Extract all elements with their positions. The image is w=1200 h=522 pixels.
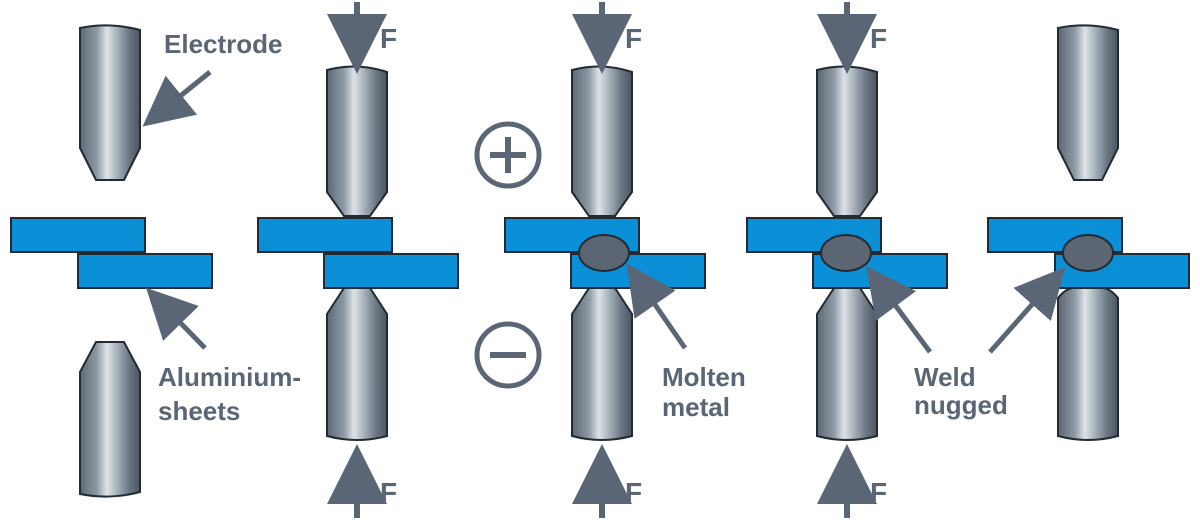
electrode-top — [1057, 24, 1119, 181]
force-label-bottom: F — [380, 477, 397, 508]
weld-nugget — [820, 234, 872, 272]
aluminium-sheet-top — [987, 217, 1123, 253]
force-label-top: F — [625, 23, 642, 54]
electrode-top — [571, 65, 633, 217]
electrode-bottom — [79, 341, 141, 498]
aluminium-sheet-bottom — [323, 253, 459, 289]
weld-pointer-arrow-left — [866, 265, 933, 354]
electrode-top — [326, 65, 388, 217]
stage-3-current: F F Molten metal — [474, 2, 746, 518]
plus-icon — [474, 121, 542, 189]
weld-label-line2: nugged — [914, 390, 1008, 420]
electrode-pointer-arrow — [142, 70, 212, 127]
stage-2-clamping: F F — [257, 2, 459, 518]
aluminium-sheet-top — [10, 217, 146, 253]
force-label-top: F — [380, 23, 397, 54]
molten-label-line1: Molten — [662, 362, 746, 392]
electrode-bottom — [571, 287, 633, 441]
aluminium-sheet-bottom — [77, 253, 213, 289]
electrode-top — [816, 65, 878, 217]
weld-nugget — [1062, 234, 1114, 272]
force-label-bottom: F — [625, 477, 642, 508]
weld-label-line1: Weld — [914, 362, 976, 392]
electrode-bottom — [816, 287, 878, 441]
stage-4-solidifying: F F — [746, 2, 948, 518]
molten-pointer-arrow — [626, 263, 688, 350]
force-label-top: F — [870, 23, 887, 54]
sheets-label-line1: Aluminium- — [158, 362, 301, 392]
stage-5-released — [987, 24, 1190, 441]
sheets-label-line2: sheets — [158, 396, 240, 426]
electrode-bottom — [326, 287, 388, 441]
molten-label-line2: metal — [662, 392, 730, 422]
minus-icon — [474, 321, 542, 389]
force-label-bottom: F — [870, 477, 887, 508]
electrode-bottom — [1057, 287, 1119, 441]
electrode-label: Electrode — [164, 29, 283, 59]
molten-nugget — [578, 234, 630, 272]
stage-1-initial: Electrode Aluminium- sheets — [10, 24, 301, 498]
electrode-top — [79, 24, 141, 181]
aluminium-sheet-top — [257, 217, 393, 253]
weld-pointer-arrow-right — [988, 267, 1066, 354]
aluminium-sheet-top — [504, 217, 640, 253]
sheets-pointer-arrow — [146, 287, 207, 350]
